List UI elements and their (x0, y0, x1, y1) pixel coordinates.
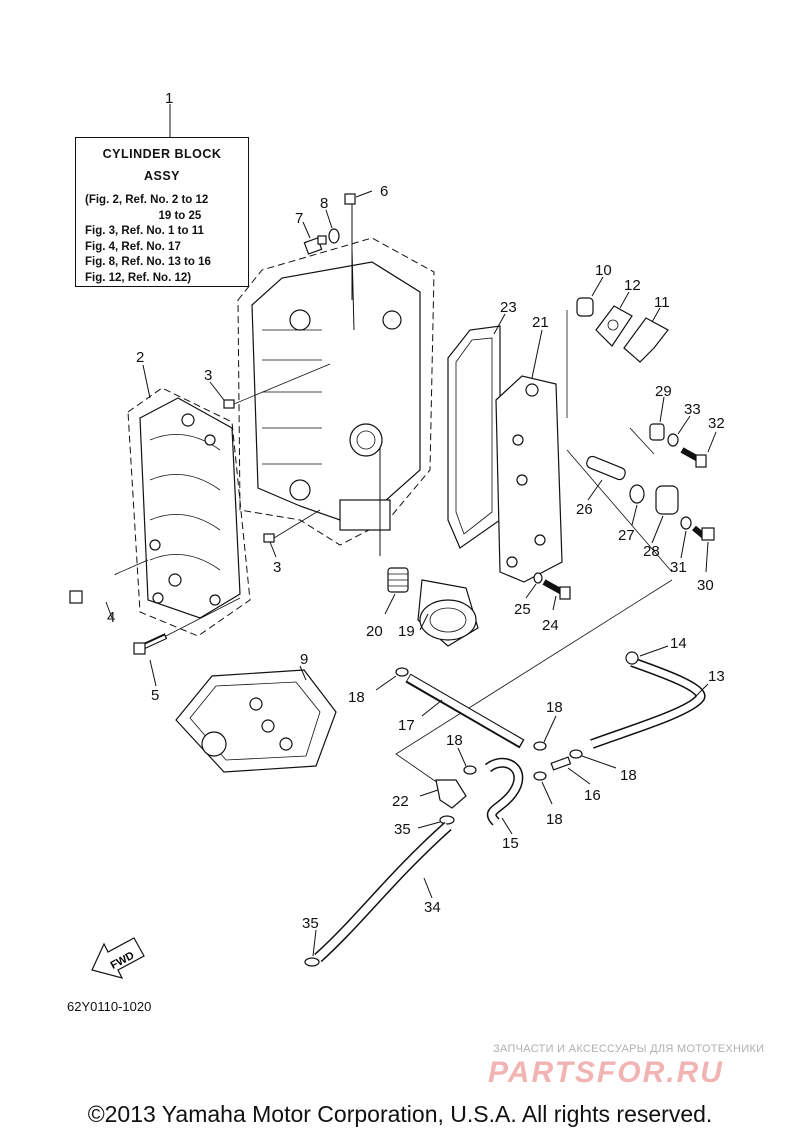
fwd-arrow-icon: FWD (91, 937, 145, 979)
callout-3: 3 (204, 367, 212, 384)
washer-8-part (328, 228, 340, 244)
joint-22-part (419, 779, 467, 809)
part-26 (586, 455, 626, 501)
cylinder-block-part (237, 237, 435, 546)
callout-35b: 35 (302, 915, 319, 932)
callout-9: 9 (300, 651, 308, 668)
callout-30: 30 (697, 577, 714, 594)
callout-18b: 18 (546, 699, 563, 716)
callout-12: 12 (624, 277, 641, 294)
exhaust-cover-part (495, 329, 563, 583)
washer-33-part (667, 433, 679, 447)
bracket-29-part (649, 396, 665, 441)
hose-34-part (314, 821, 452, 963)
callout-13: 13 (708, 668, 725, 685)
callout-24: 24 (542, 617, 559, 634)
callout-7: 7 (295, 210, 303, 227)
callout-21: 21 (532, 314, 549, 331)
callout-31: 31 (670, 559, 687, 576)
callout-18c: 18 (446, 732, 463, 749)
callout-25: 25 (514, 601, 531, 618)
gasket-12-part (595, 291, 633, 347)
ref-line: Fig. 12, Ref. No. 12) (85, 271, 192, 284)
callout-26: 26 (576, 501, 593, 518)
oil-filter-19-part (417, 579, 479, 647)
callout-23: 23 (500, 299, 517, 316)
copyright-notice: ©2013 Yamaha Motor Corporation, U.S.A. A… (87, 1101, 713, 1127)
clip-35-part (304, 815, 455, 967)
watermark-subtitle: ЗАПЧАСТИ И АКСЕССУАРЫ ДЛЯ МОТОТЕХНИКИ (493, 1043, 765, 1055)
bolt-4-part (69, 559, 149, 619)
hose-15-part (484, 757, 524, 835)
ref-line: Fig. 4, Ref. No. 17 (85, 240, 181, 253)
callout-20: 20 (366, 623, 383, 640)
callout-15: 15 (502, 835, 519, 852)
callout-32: 32 (708, 415, 725, 432)
fitting-20-part (384, 567, 409, 615)
fitting-16-part (550, 756, 591, 785)
callout-3b: 3 (273, 559, 281, 576)
callout-8: 8 (320, 195, 328, 212)
ref-line: Fig. 8, Ref. No. 13 to 16 (85, 256, 211, 268)
callout-2: 2 (136, 349, 144, 366)
plug-7-part (302, 221, 327, 255)
dowel-pin-part (209, 363, 331, 558)
callout-16: 16 (584, 787, 601, 804)
callout-28: 28 (643, 543, 660, 560)
cap-14-part (625, 645, 669, 665)
callout-33: 33 (684, 401, 701, 418)
callout-27: 27 (618, 527, 635, 544)
callout-18d: 18 (620, 767, 637, 784)
washer-25-part (533, 572, 543, 584)
gasket-9-part (175, 665, 337, 773)
callout-4: 4 (107, 609, 115, 626)
callout-17: 17 (398, 717, 415, 734)
callout-34: 34 (424, 899, 441, 916)
assembly-subtitle: ASSY (143, 169, 181, 183)
drain-plug-part (344, 190, 373, 205)
bolt-24-part (542, 579, 571, 611)
part-28 (651, 485, 679, 544)
hose-13-part (590, 657, 709, 749)
callout-6: 6 (380, 183, 388, 200)
hose-clamp-part (375, 667, 617, 805)
callout-10: 10 (595, 262, 612, 279)
bolt-30-part (692, 525, 715, 573)
assembly-info-box: CYLINDER BLOCK ASSY (Fig. 2, Ref. No. 2 … (75, 137, 249, 287)
ref-line: Fig. 3, Ref. No. 1 to 11 (85, 225, 204, 237)
washer-31-part (680, 516, 692, 530)
callout-labels: 1 2 3 3 4 5 6 7 8 9 10 11 12 13 14 15 16… (107, 90, 725, 932)
callout-5: 5 (151, 687, 159, 704)
grommet-10-part (576, 276, 604, 317)
thermostat-cover-11-part (623, 307, 669, 363)
hose-17-part (405, 673, 525, 749)
callout-14: 14 (670, 635, 687, 652)
callout-11: 11 (654, 294, 670, 311)
part-27 (629, 484, 645, 504)
watermark-logo: PARTSFOR.RU (488, 1056, 724, 1089)
cylinder-head-part (127, 387, 251, 637)
callout-29: 29 (655, 383, 672, 400)
bolt-5-part (133, 597, 241, 687)
ref-line: 19 to 25 (85, 209, 202, 222)
callout-35a: 35 (394, 821, 411, 838)
callout-19: 19 (398, 623, 415, 640)
ref-line: (Fig. 2, Ref. No. 2 to 12 (85, 194, 209, 206)
callout-1: 1 (165, 90, 173, 107)
callout-22: 22 (392, 793, 409, 810)
callout-18a: 18 (348, 689, 365, 706)
assembly-title: CYLINDER BLOCK (102, 147, 222, 161)
diagram-code: 62Y0110-1020 (67, 999, 152, 1014)
callout-18e: 18 (546, 811, 563, 828)
bolt-32-part (680, 431, 717, 468)
